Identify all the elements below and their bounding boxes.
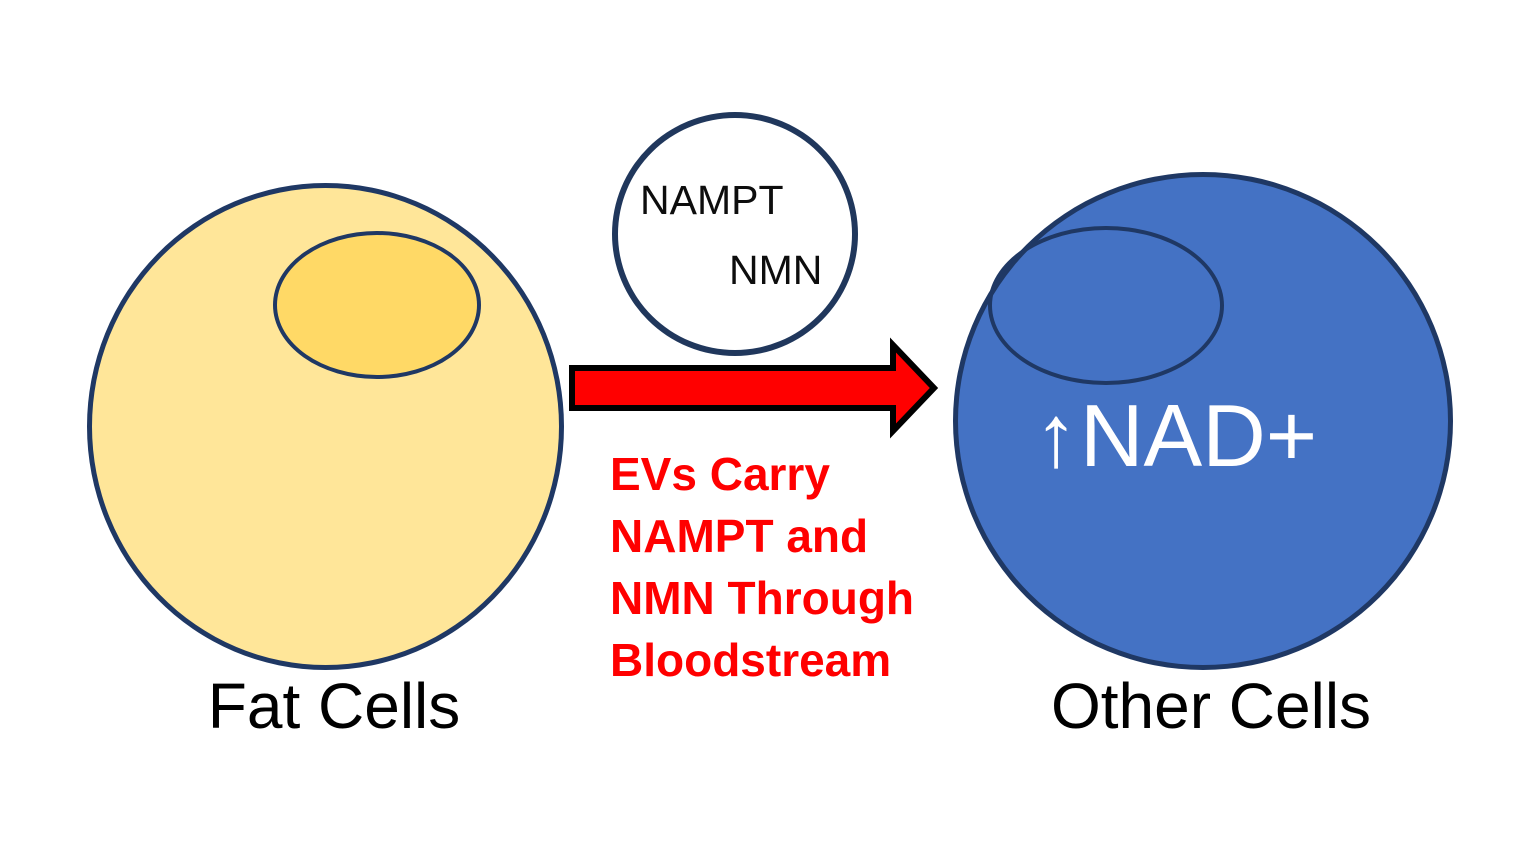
ev-vesicle-shape bbox=[612, 112, 858, 356]
nad-label: NAD+ bbox=[1080, 386, 1318, 485]
nmn-label: NMN bbox=[729, 247, 823, 293]
nampt-label: NAMPT bbox=[640, 177, 784, 223]
up-arrow-icon: ↑ bbox=[1034, 386, 1078, 485]
fat-cells-label: Fat Cells bbox=[207, 670, 461, 742]
flow-caption-line-4: Bloodstream bbox=[610, 634, 892, 686]
flow-caption-line-3: NMN Through bbox=[610, 572, 915, 624]
transfer-arrow-shape bbox=[569, 337, 939, 439]
flow-caption-line-1: EVs Carry bbox=[610, 448, 830, 500]
fat-cell-lipid-droplet bbox=[273, 231, 481, 379]
other-cells-label: Other Cells bbox=[1050, 670, 1372, 742]
other-cell-nucleus-outline bbox=[988, 226, 1224, 385]
flow-caption-line-2: NAMPT and bbox=[610, 510, 869, 562]
flow-caption: EVs Carry NAMPT and NMN Through Bloodstr… bbox=[610, 443, 914, 691]
nad-increase-text: ↑NAD+ bbox=[1034, 392, 1317, 480]
